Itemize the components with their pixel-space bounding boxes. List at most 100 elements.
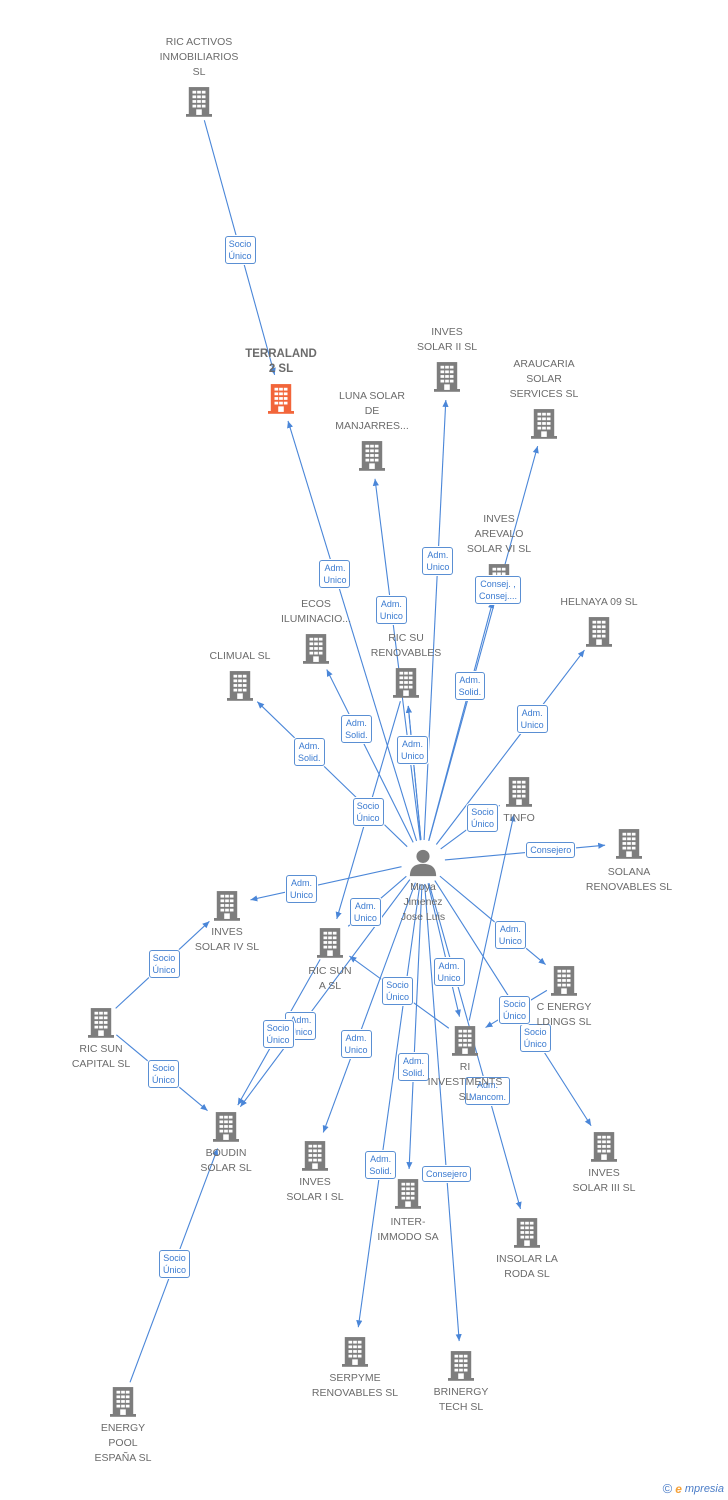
boudin-building-icon[interactable] [213, 1112, 239, 1142]
helnaya-building-icon[interactable] [586, 617, 612, 647]
node-label-araucaria[interactable]: ARAUCARIA SOLAR SERVICES SL [509, 358, 579, 400]
node-label-inves4[interactable]: INVES SOLAR IV SL [194, 926, 260, 953]
edge-label-energypool-boudin[interactable]: Socio Único [159, 1249, 191, 1278]
edge-label-ricenergy-ricinv[interactable]: Socio Único [499, 996, 531, 1024]
ricenergy-building-icon[interactable] [551, 966, 577, 996]
climual-building-icon[interactable] [227, 671, 253, 701]
edge-person-inves2 [423, 399, 449, 841]
node-label-ricinv[interactable]: RI INVESTMENTS SL [427, 1061, 503, 1103]
edge-label-person-arevalo[interactable]: Adm. Solid. [454, 671, 486, 700]
insolar-building-icon[interactable] [514, 1218, 540, 1248]
edge-person-inves4 [250, 866, 402, 902]
edge-person-boudin [239, 879, 411, 1108]
ric_activos-building-icon[interactable] [186, 87, 212, 117]
edge-label-person-inves3[interactable]: Socio Único [519, 1024, 551, 1053]
edge-label-person-helnaya[interactable]: Adm. Unico [516, 704, 548, 733]
node-label-riccapital[interactable]: RIC SUN CAPITAL SL [71, 1043, 131, 1070]
node-label-intermmodo[interactable]: INTER- IMMODO SA [377, 1216, 439, 1243]
node-label-ricenergy[interactable]: C ENERGY LDINGS SL [536, 1001, 592, 1028]
node-label-person[interactable]: Moya Jimenez Jose Luis [400, 881, 446, 923]
node-label-climual[interactable]: CLIMUAL SL [209, 650, 271, 662]
node-label-boudin[interactable]: BOUDIN SOLAR SL [200, 1147, 252, 1174]
node-label-helnaya[interactable]: HELNAYA 09 SL [560, 596, 638, 608]
edge-label-person-ricinv[interactable]: Adm. Unico [433, 958, 465, 987]
inves4-building-icon[interactable] [214, 891, 240, 921]
edge-person-luna [372, 478, 421, 841]
ricinv-building-icon[interactable] [452, 1026, 478, 1056]
edge-person-brinergy [424, 883, 462, 1342]
inves2-building-icon[interactable] [434, 362, 460, 392]
node-label-serpyme[interactable]: SERPYME RENOVABLES SL [311, 1372, 399, 1399]
serpyme-building-icon[interactable] [342, 1337, 368, 1367]
ricsun2-building-icon[interactable] [317, 928, 343, 958]
edge-person-ricenergy [439, 875, 546, 966]
node-label-brinergy[interactable]: BRINERGY TECH SL [433, 1386, 489, 1413]
node-label-terraland[interactable]: TERRALAND 2 SL [245, 348, 317, 375]
edge-person-intermmodo [406, 883, 423, 1170]
edge-label-ric_activos-terraland[interactable]: Socio Único [224, 235, 256, 264]
edge-label-person-intermmodo[interactable]: Adm. Solid. [398, 1053, 429, 1082]
node-label-inves1[interactable]: INVES SOLAR I SL [286, 1176, 344, 1203]
solana-building-icon[interactable] [616, 829, 642, 859]
edge-label-person-insolar[interactable]: Adm. Mancom. [464, 1077, 510, 1106]
edge-person-solana [444, 842, 606, 861]
inves1-building-icon[interactable] [302, 1141, 328, 1171]
brinergy-building-icon[interactable] [448, 1351, 474, 1381]
edge-label-person-inves2[interactable]: Adm. Unico [422, 546, 454, 575]
node-label-luna[interactable]: LUNA SOLAR DE MANJARRES... [335, 390, 409, 432]
edge-label-person-brinergy[interactable]: Consejero [422, 1165, 472, 1182]
person-person-icon[interactable] [409, 849, 437, 877]
edge-label-ricsunren-ricsun2[interactable]: Socio Único [352, 798, 384, 826]
edge-label-person-ricenergy[interactable]: Adm. Unico [494, 921, 526, 950]
riccapital-building-icon[interactable] [88, 1008, 114, 1038]
inves3-building-icon[interactable] [591, 1132, 617, 1162]
brand-initial: e [675, 1481, 682, 1496]
node-label-inves2[interactable]: INVES SOLAR II SL [416, 326, 478, 353]
edge-label-person-serpyme[interactable]: Adm. Solid. [365, 1151, 396, 1180]
tinfo-building-icon[interactable] [506, 777, 532, 807]
edge-person-ecos [326, 669, 414, 843]
edge-label-person-climual[interactable]: Adm. Solid. [294, 738, 325, 767]
edge-label-person-tinfo[interactable]: Socio Único [467, 803, 499, 832]
node-label-ricsun2[interactable]: RIC SUN A SL [308, 965, 352, 992]
node-label-inves3[interactable]: INVES SOLAR III SL [572, 1167, 636, 1194]
ricsunren-building-icon[interactable] [393, 668, 419, 698]
edge-label-person-inves1[interactable]: Adm. Unico [340, 1029, 372, 1058]
edge-label-person-ricsunren[interactable]: Adm. Unico [396, 736, 428, 765]
node-label-ricsunren[interactable]: RIC SU RENOVABLES [370, 632, 442, 659]
edge-person-ricsunren [405, 705, 422, 841]
araucaria-building-icon[interactable] [531, 409, 557, 439]
energypool-building-icon[interactable] [110, 1387, 136, 1417]
edge-person-ricinv [427, 883, 461, 1017]
edge-label-riccapital-boudin[interactable]: Socio Único [148, 1060, 180, 1088]
intermmodo-building-icon[interactable] [395, 1179, 421, 1209]
edge-label-ricinv-ricsun2[interactable]: Socio Único [382, 977, 414, 1005]
node-label-energypool[interactable]: ENERGY POOL ESPAÑA SL [94, 1422, 152, 1464]
edge-label-person-ricsun2[interactable]: Adm. Unico [349, 897, 381, 926]
edge-label-person-luna[interactable]: Adm. Unico [375, 595, 407, 624]
ecos-building-icon[interactable] [303, 634, 329, 664]
copyright-symbol: © [662, 1481, 673, 1496]
edge-label-person-inves4[interactable]: Adm. Unico [285, 874, 317, 903]
edge-label-riccapital-inves4[interactable]: Socio Único [148, 949, 180, 978]
node-label-insolar[interactable]: INSOLAR LA RODA SL [496, 1253, 558, 1280]
edge-ricinv-tinfo [468, 814, 516, 1021]
edge-person-helnaya [435, 649, 585, 845]
edge-label-person-ecos[interactable]: Adm. Solid. [341, 715, 372, 744]
luna-building-icon[interactable] [359, 441, 385, 471]
edge-label-ricsun2-boudin[interactable]: Socio Único [262, 1020, 294, 1048]
edge-label-person-terraland[interactable]: Adm. Unico [319, 560, 351, 589]
edge-person-climual [256, 701, 408, 848]
node-label-arevalo[interactable]: INVES AREVALO SOLAR VI SL [466, 513, 532, 555]
node-label-tinfo[interactable]: TINFO [503, 812, 535, 824]
terraland-building-icon[interactable] [268, 384, 294, 414]
brand-name: mpresia [684, 1482, 724, 1495]
node-label-ric_activos[interactable]: RIC ACTIVOS INMOBILIARIOS SL [159, 36, 239, 78]
node-label-solana[interactable]: SOLANA RENOVABLES SL [585, 866, 673, 893]
edge-person-serpyme [356, 883, 421, 1328]
edge-label-person-solana[interactable]: Consejero [526, 842, 576, 859]
edge-label-person-araucaria[interactable]: Consej. , Consej.... [475, 575, 522, 604]
node-label-ecos[interactable]: ECOS ILUMINACIO... [280, 598, 351, 625]
